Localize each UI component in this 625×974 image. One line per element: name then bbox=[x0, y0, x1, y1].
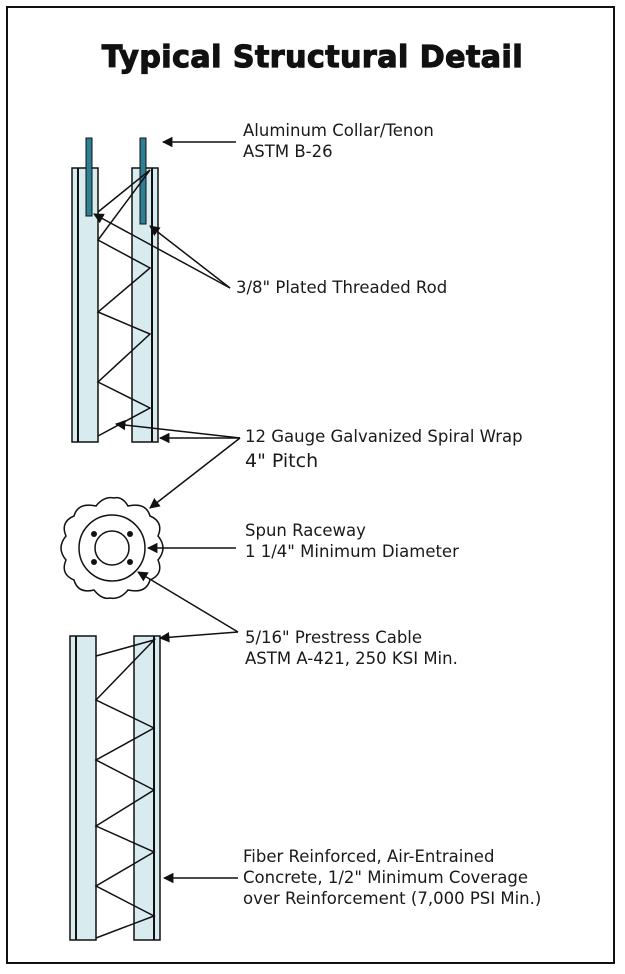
cable-dot bbox=[127, 531, 133, 537]
label-rod-line1: 3/8" Plated Threaded Rod bbox=[236, 278, 448, 297]
cross-section bbox=[60, 496, 164, 600]
left-wall-lower bbox=[69, 635, 97, 941]
label-collar: Aluminum Collar/Tenon ASTM B-26 bbox=[243, 120, 434, 162]
spiral-wrap-upper bbox=[96, 169, 152, 437]
label-raceway-line1: Spun Raceway bbox=[245, 521, 366, 540]
label-collar-line2: ASTM B-26 bbox=[243, 142, 333, 161]
label-spiral-line1: 12 Gauge Galvanized Spiral Wrap bbox=[245, 427, 523, 446]
label-raceway: Spun Raceway 1 1/4" Minimum Diameter bbox=[245, 520, 459, 562]
label-spiral-line2: 4" Pitch bbox=[245, 450, 319, 472]
label-rod: 3/8" Plated Threaded Rod bbox=[236, 277, 447, 298]
page-title: Typical Structural Detail bbox=[101, 39, 524, 75]
cable-dot bbox=[127, 559, 133, 565]
label-cable-line2: ASTM A-421, 250 KSI Min. bbox=[245, 649, 458, 668]
label-concrete: Fiber Reinforced, Air-Entrained Concrete… bbox=[243, 846, 541, 909]
spiral-wrap-lower bbox=[94, 638, 157, 939]
label-cable: 5/16" Prestress Cable ASTM A-421, 250 KS… bbox=[245, 627, 458, 669]
label-cable-line1: 5/16" Prestress Cable bbox=[245, 628, 423, 647]
cable-dot bbox=[91, 559, 97, 565]
label-raceway-line2: 1 1/4" Minimum Diameter bbox=[245, 542, 459, 561]
lower-pole-section bbox=[69, 635, 161, 941]
label-concrete-line2: Concrete, 1/2" Minimum Coverage bbox=[243, 868, 528, 887]
raceway-core bbox=[94, 530, 130, 566]
right-wall-lower bbox=[133, 635, 161, 941]
cable-dot bbox=[91, 531, 97, 537]
label-spiral: 12 Gauge Galvanized Spiral Wrap 4" Pitch bbox=[245, 426, 523, 472]
label-concrete-line1: Fiber Reinforced, Air-Entrained bbox=[243, 847, 495, 866]
label-collar-line1: Aluminum Collar/Tenon bbox=[243, 121, 434, 140]
label-concrete-line3: over Reinforcement (7,000 PSI Min.) bbox=[243, 889, 542, 908]
